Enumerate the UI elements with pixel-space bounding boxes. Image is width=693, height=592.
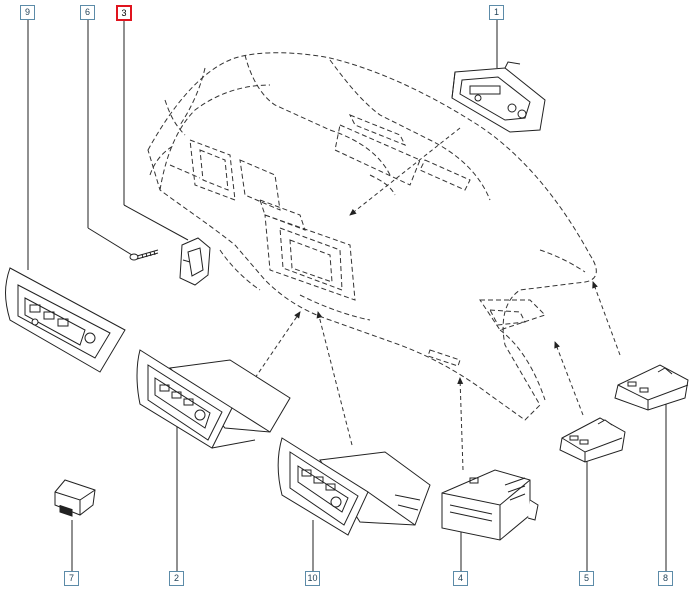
part-bracket [179, 237, 211, 286]
callout-2[interactable]: 2 [169, 571, 184, 586]
callout-6[interactable]: 6 [80, 5, 95, 20]
callout-4[interactable]: 4 [453, 571, 468, 586]
part-radio-unit [136, 349, 291, 449]
callout-10[interactable]: 10 [305, 571, 320, 586]
part-small-module [559, 417, 626, 463]
callout-3[interactable]: 3 [116, 5, 132, 21]
part-radio-unit-variant [277, 437, 431, 536]
callout-5[interactable]: 5 [579, 571, 594, 586]
part-screw [129, 249, 159, 261]
callout-leaders [27, 20, 667, 571]
callout-7[interactable]: 7 [64, 571, 79, 586]
part-small-module-2 [614, 364, 689, 411]
callout-9[interactable]: 9 [20, 5, 35, 20]
dashboard-outline [147, 52, 597, 421]
callout-1[interactable]: 1 [489, 5, 504, 20]
callout-8[interactable]: 8 [658, 571, 673, 586]
leader-arrows [254, 127, 621, 471]
part-switch [54, 479, 96, 517]
part-climate-control-module [451, 61, 546, 133]
part-radio-bezel [5, 267, 126, 373]
part-cd-unit [441, 469, 539, 541]
